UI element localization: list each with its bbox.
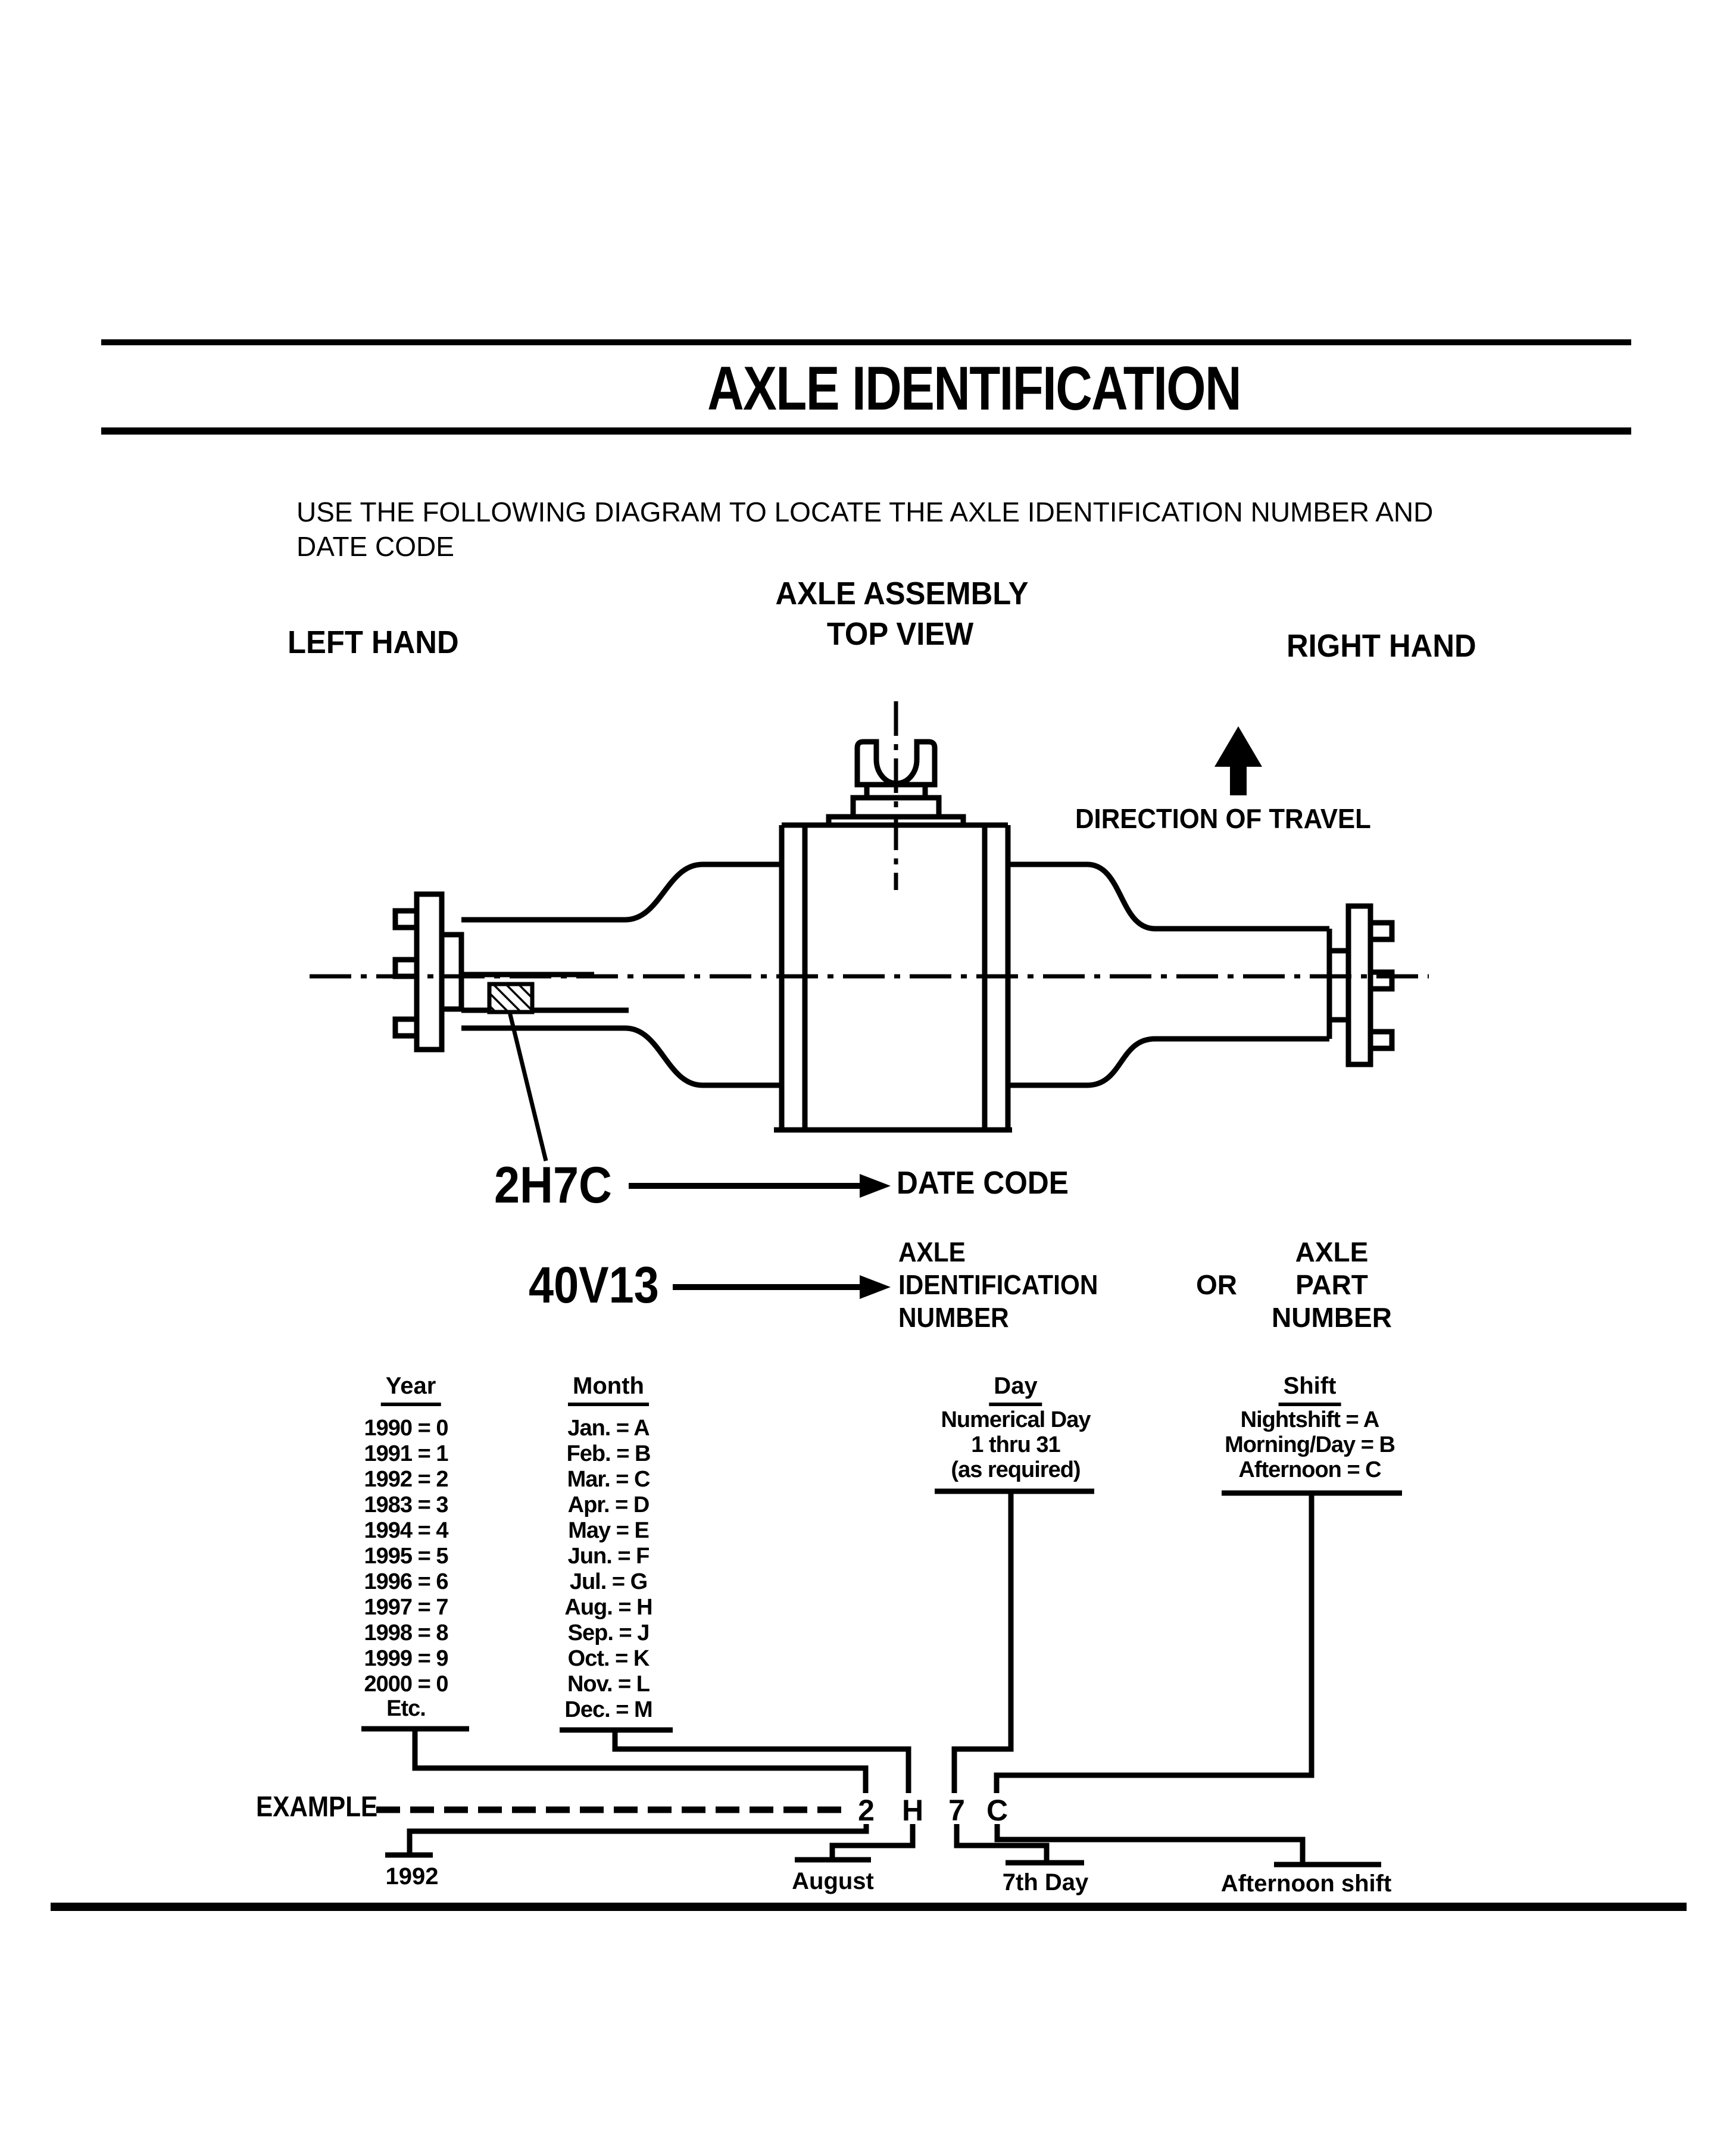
- month-column-header: Month: [568, 1373, 649, 1406]
- direction-of-travel-label: DIRECTION OF TRAVEL: [1075, 803, 1371, 834]
- code-key-connectors: [361, 1488, 1402, 1868]
- axle-part-label-line1: AXLE: [1295, 1236, 1369, 1267]
- year-row: 1996 = 6: [364, 1569, 449, 1594]
- left-flange-plate: [414, 891, 445, 1053]
- axle-assembly-drawing: [392, 739, 1395, 1161]
- shift-connector: [994, 1490, 1402, 1793]
- example-label: EXAMPLE: [256, 1791, 378, 1823]
- left-bolt-top: [392, 908, 420, 930]
- example-day-drop: [954, 1824, 1084, 1866]
- assembly-title-line2: TOP VIEW: [826, 616, 974, 652]
- intro-line-2: DATE CODE: [296, 531, 454, 562]
- left-bolt-bottom: [392, 1016, 420, 1039]
- month-row: Sep. = J: [567, 1620, 650, 1645]
- day-connector: [935, 1488, 1094, 1793]
- left-axle-tube: [461, 861, 782, 1088]
- right-hand-label: RIGHT HAND: [1287, 628, 1476, 664]
- assembly-title-line1: AXLE ASSEMBLY: [775, 576, 1029, 611]
- example-caption-year: 1992: [385, 1863, 439, 1890]
- month-row: Mar. = C: [567, 1467, 651, 1492]
- example-digit-shift: C: [986, 1794, 1008, 1827]
- month-row: Jul. = G: [569, 1569, 648, 1594]
- example-month-drop: [795, 1824, 916, 1863]
- day-line: 1 thru 31: [971, 1432, 1060, 1457]
- or-label: OR: [1196, 1269, 1237, 1300]
- month-row: Jan. = A: [567, 1416, 650, 1441]
- pinion-steps: [826, 785, 966, 825]
- year-row-etc: Etc.: [386, 1696, 426, 1721]
- page-title: AXLE IDENTIFICATION: [707, 354, 1241, 423]
- year-row: 2000 = 0: [364, 1672, 449, 1697]
- month-row: Dec. = M: [564, 1697, 652, 1722]
- day-line: Numerical Day: [941, 1407, 1091, 1432]
- year-connector: [361, 1726, 869, 1793]
- date-code-leader-line: [507, 1011, 548, 1161]
- shift-header-text: Shift: [1278, 1373, 1341, 1406]
- intro-line-1: USE THE FOLLOWING DIAGRAM TO LOCATE THE …: [296, 496, 1434, 527]
- year-row: 1992 = 2: [364, 1467, 449, 1492]
- example-caption-shift: Afternoon shift: [1220, 1870, 1392, 1897]
- example-year-drop: [385, 1824, 869, 1858]
- left-hand-label: LEFT HAND: [288, 624, 459, 660]
- example-digit-year: 2: [858, 1794, 875, 1827]
- shift-line: Morning/Day = B: [1225, 1432, 1395, 1457]
- date-code-stamp-area: [487, 982, 535, 1014]
- right-bolt-middle: [1367, 969, 1395, 992]
- right-axle-tube: [1008, 861, 1329, 1088]
- example-shift-drop: [994, 1824, 1381, 1868]
- day-header-text: Day: [989, 1373, 1042, 1406]
- day-line: (as required): [951, 1457, 1081, 1482]
- right-bolt-bottom: [1367, 1029, 1395, 1051]
- right-bolt-top: [1367, 920, 1395, 942]
- axle-part-label-line3: NUMBER: [1272, 1302, 1392, 1333]
- year-row: 1995 = 5: [364, 1544, 449, 1569]
- left-flange-hub: [439, 932, 464, 1012]
- year-row: 1990 = 0: [364, 1416, 449, 1441]
- direction-arrow-icon: [1214, 726, 1262, 795]
- day-column-header: Day: [989, 1373, 1042, 1406]
- month-row: Jun. = F: [567, 1544, 650, 1569]
- right-flange-plate: [1345, 903, 1373, 1067]
- date-code-arrow-icon: [629, 1174, 891, 1198]
- year-column-header: Year: [380, 1373, 441, 1406]
- year-row: 1991 = 1: [364, 1441, 449, 1466]
- axle-number-value: 40V13: [529, 1257, 659, 1314]
- shift-line: Nightshift = A: [1240, 1407, 1380, 1432]
- month-row: Nov. = L: [567, 1672, 650, 1697]
- axle-id-label-line3: NUMBER: [898, 1302, 1009, 1333]
- title-rule-bottom: [101, 427, 1631, 435]
- axle-id-label-line2: IDENTIFICATION: [898, 1269, 1098, 1300]
- month-row: Apr. = D: [567, 1492, 650, 1517]
- year-row: 1983 = 3: [364, 1492, 449, 1517]
- pinion-yoke: [854, 739, 938, 788]
- example-digit-month: H: [901, 1794, 924, 1827]
- month-row: May = E: [568, 1518, 650, 1543]
- example-caption-day: 7th Day: [1002, 1869, 1089, 1895]
- month-row: Feb. = B: [566, 1441, 651, 1466]
- title-rule-top: [101, 339, 1631, 345]
- month-connector: [560, 1727, 911, 1793]
- example-digit-day: 7: [948, 1794, 965, 1827]
- month-row: Oct. = K: [567, 1646, 650, 1671]
- date-code-value: 2H7C: [494, 1157, 612, 1214]
- left-bolt-middle: [392, 957, 420, 979]
- differential-housing: [774, 822, 1012, 1133]
- right-flange-hub: [1326, 948, 1351, 1023]
- axle-part-label-line2: PART: [1295, 1269, 1368, 1300]
- axle-id-label-line1: AXLE: [898, 1236, 966, 1267]
- date-code-label: DATE CODE: [897, 1165, 1069, 1201]
- month-row: Aug. = H: [564, 1595, 652, 1620]
- year-header-text: Year: [380, 1373, 441, 1406]
- year-row: 1998 = 8: [364, 1620, 449, 1645]
- month-header-text: Month: [568, 1373, 649, 1406]
- example-caption-month: August: [792, 1868, 874, 1894]
- year-row: 1994 = 4: [364, 1518, 449, 1543]
- shift-column-header: Shift: [1278, 1373, 1341, 1406]
- year-row: 1997 = 7: [364, 1595, 449, 1620]
- shift-line: Afternoon = C: [1238, 1457, 1381, 1482]
- page-bottom-rule: [51, 1903, 1687, 1911]
- axle-number-arrow-icon: [673, 1275, 891, 1299]
- year-row: 1999 = 9: [364, 1646, 449, 1671]
